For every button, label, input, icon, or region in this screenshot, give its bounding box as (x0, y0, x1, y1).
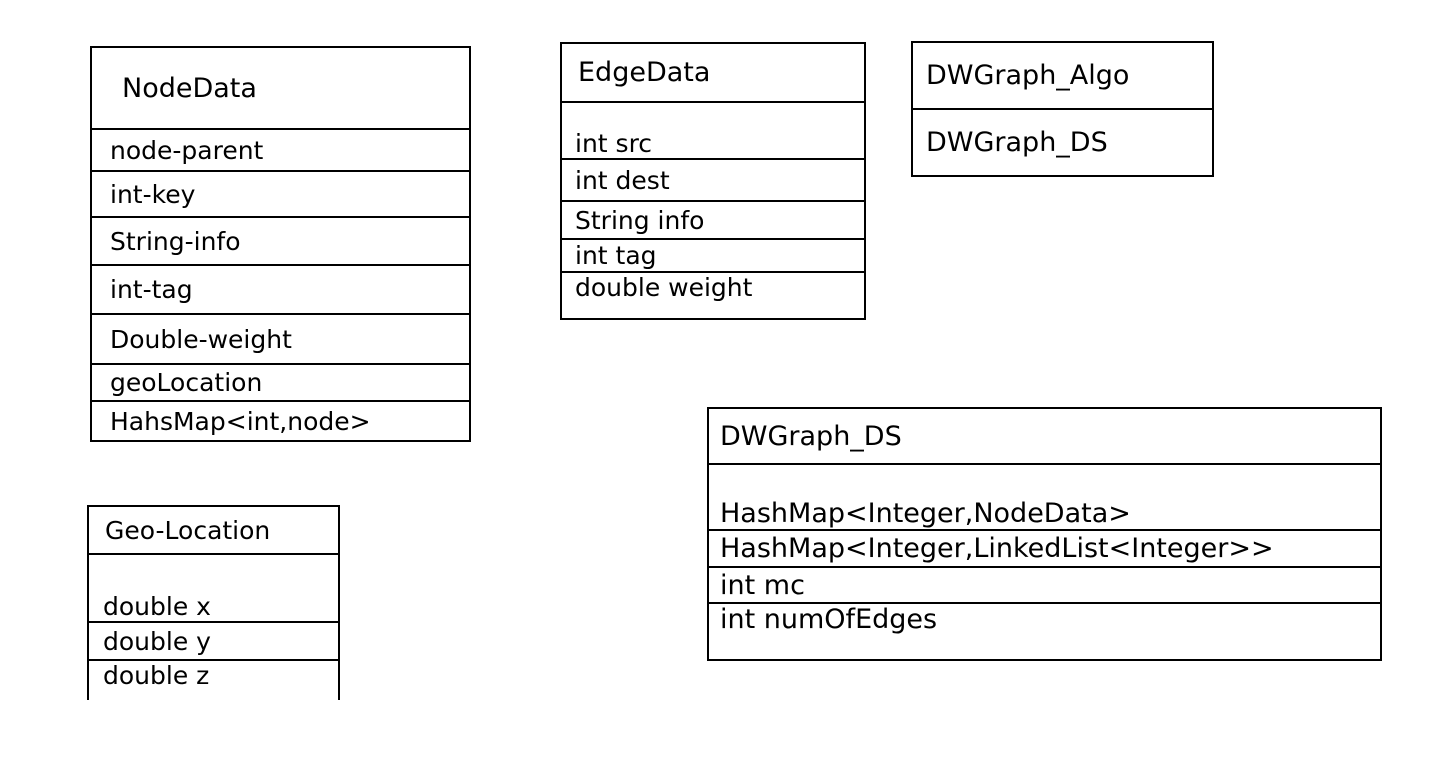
class-header-dwgraph-ds: DWGraph_DS (709, 409, 1380, 465)
class-header-geolocation: Geo-Location (89, 507, 338, 555)
attribute-row: double weight (562, 273, 864, 318)
attribute-list-edgedata: int src int dest String info int tag dou… (562, 103, 864, 318)
attribute-text: int-key (110, 179, 196, 209)
class-header-nodedata: NodeData (92, 48, 469, 130)
attribute-row: Double-weight (92, 315, 469, 365)
attribute-text: int tag (575, 241, 657, 270)
attribute-text: HashMap<Integer,NodeData> (720, 498, 1131, 529)
attribute-list-dwgraph-ds: HashMap<Integer,NodeData> HashMap<Intege… (709, 465, 1380, 657)
class-name-edgedata: EdgeData (578, 57, 711, 88)
class-box-dwgraph-ds[interactable]: DWGraph_DS HashMap<Integer,NodeData> Has… (707, 407, 1382, 661)
attribute-row: node-parent (92, 130, 469, 172)
attribute-row: DWGraph_DS (913, 110, 1212, 175)
attribute-row: HashMap<Integer,LinkedList<Integer>> (709, 531, 1380, 568)
attribute-row: double z (89, 661, 338, 700)
attribute-text: double z (103, 661, 210, 690)
class-header-dwgraph-algo: DWGraph_Algo (913, 43, 1212, 110)
attribute-text: int mc (720, 569, 805, 601)
attribute-row: HahsMap<int,node> (92, 402, 469, 440)
attribute-text: double x (103, 592, 211, 621)
class-box-edgedata[interactable]: EdgeData int src int dest String info in… (560, 42, 866, 320)
attribute-list-nodedata: node-parent int-key String-info int-tag … (92, 130, 469, 440)
attribute-row: double x (89, 555, 338, 623)
attribute-text: DWGraph_DS (926, 127, 1108, 158)
class-name-dwgraph-ds: DWGraph_DS (720, 420, 902, 452)
attribute-text: Double-weight (110, 324, 292, 354)
attribute-text: HahsMap<int,node> (110, 406, 371, 436)
attribute-row: int-tag (92, 266, 469, 315)
attribute-row: HashMap<Integer,NodeData> (709, 465, 1380, 531)
attribute-row: int tag (562, 240, 864, 273)
attribute-row: int numOfEdges (709, 604, 1380, 657)
class-box-dwgraph-algo[interactable]: DWGraph_Algo DWGraph_DS (911, 41, 1214, 177)
attribute-text: int-tag (110, 275, 193, 304)
attribute-row: String info (562, 202, 864, 240)
attribute-text: int src (575, 129, 653, 158)
class-name-geolocation: Geo-Location (105, 515, 271, 545)
attribute-text: geoLocation (110, 368, 263, 397)
attribute-list-dwgraph-algo: DWGraph_DS (913, 110, 1212, 175)
attribute-row: String-info (92, 218, 469, 266)
attribute-text: double weight (575, 273, 753, 302)
class-name-dwgraph-algo: DWGraph_Algo (926, 60, 1130, 91)
attribute-list-geolocation: double x double y double z (89, 555, 338, 700)
attribute-text: int dest (575, 165, 670, 195)
attribute-text: String-info (110, 226, 241, 256)
class-box-geolocation[interactable]: Geo-Location double x double y double z (87, 505, 340, 700)
attribute-row: int mc (709, 568, 1380, 604)
attribute-text: String info (575, 205, 705, 235)
attribute-text: node-parent (110, 135, 264, 165)
class-header-edgedata: EdgeData (562, 44, 864, 103)
attribute-text: int numOfEdges (720, 604, 938, 635)
attribute-row: double y (89, 623, 338, 661)
attribute-row: int src (562, 103, 864, 160)
attribute-row: int dest (562, 160, 864, 202)
class-name-nodedata: NodeData (122, 72, 257, 104)
attribute-text: HashMap<Integer,LinkedList<Integer>> (720, 533, 1274, 564)
attribute-text: double y (103, 626, 211, 656)
attribute-row: geoLocation (92, 365, 469, 402)
attribute-row: int-key (92, 172, 469, 218)
class-box-nodedata[interactable]: NodeData node-parent int-key String-info… (90, 46, 471, 442)
